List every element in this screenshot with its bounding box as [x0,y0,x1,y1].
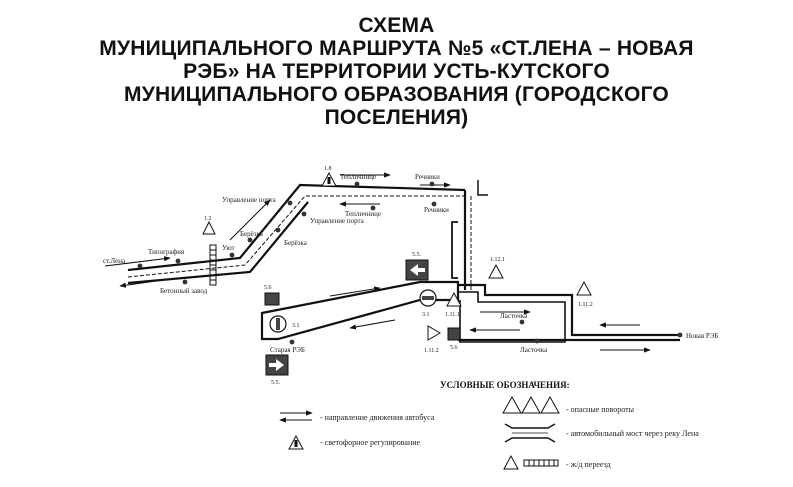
stop-dot-rechnik-2 [431,201,437,207]
road-left-inner [127,195,465,278]
diagram-title: СХЕМА МУНИЦИПАЛЬНОГО МАРШРУТА №5 «СТ.ЛЕН… [0,14,793,129]
traffic-light-sign-1-8: 1.8 [321,166,337,187]
stop-berezka-2: Берёзка [284,239,308,247]
sign-code-1-11-1: 1.11.1 [445,312,460,318]
stop-dot-betonny [182,279,188,285]
legend-bridge-symbol [504,423,556,443]
sign-code-1-11-2-a: 1.11.2 [424,348,439,354]
stop-dot-lastochka-2 [534,338,540,344]
stop-dot-uyut [229,252,235,258]
sign-5-5-bottom: 5.5. [265,354,289,386]
sign-3-1-right: 3.1 [419,289,437,318]
stop-dot-tepl-2 [370,205,376,211]
stop-tipografiya: Типография [148,248,185,256]
stop-upr-porta-2: Управление порта [310,217,365,225]
stop-teplichnaya-1: Тепличнице [340,173,376,181]
road-network [127,183,680,343]
legend-railway-symbol [503,454,559,470]
stop-dot-upr-porta-2 [301,211,307,217]
road-left-base [127,201,309,285]
sign-code-5-6-mid: 5.6 [450,345,458,351]
stop-dot-tipografiya [175,258,181,264]
stop-dot-st-lena [137,263,143,269]
road-lower-outer [458,283,680,337]
sign-3-1-left: 3.1 [269,315,300,333]
stop-novaya-reb: Новая РЭБ [686,332,718,340]
stop-rechnik-1: Речники [415,173,440,181]
stop-berezka-1: Берёзка [240,230,264,238]
road-lower-inner [458,291,566,343]
stops [137,181,683,345]
stop-dot-staraya-reb [289,339,295,345]
central-ramp [260,280,460,341]
stop-dot-novaya-reb [677,332,683,338]
stop-dot-rechnik-1 [429,181,435,187]
stop-dot-lastochka-1 [519,319,525,325]
stop-upr-porta-1: Управление порта [222,196,277,204]
stop-uyut: Уют [222,244,235,252]
stop-staraya-reb: Старая РЭБ [270,346,305,354]
sign-1-12-1: 1.12.1 [488,257,505,279]
stop-labels: ст.Лена Типография Бетонный завод Уют Бе… [103,173,718,354]
turn-marker [477,180,488,196]
sign-1-11-2-left: 1.11.2 [424,325,441,354]
legend-bus-direction: - направление движения автобуса [320,413,435,422]
stop-dot-upr-porta-1 [287,200,293,206]
title-line-3: РЭБ» НА ТЕРРИТОРИИ УСТЬ-КУТСКОГО [183,60,610,83]
sign-code-3-1-b: 3.1 [422,312,430,318]
legend-bridge: - автомобильный мост через реку Лена [566,429,699,438]
sign-5-6-left: 5.6 [264,285,280,306]
title-line-5: ПОСЕЛЕНИЯ) [324,106,469,129]
legend-dangerous-turns-symbol [502,395,560,414]
stop-dot-tepl-1 [354,181,360,187]
legend-bus-direction-symbol [279,410,313,423]
stop-betonny-zavod: Бетонный завод [160,287,208,295]
sign-5-5-top: 5.5. [405,252,429,281]
sign-1-11-2-right: 1.11.2 [576,280,593,308]
sign-code-5-5-bottom: 5.5. [271,380,281,386]
sign-code-3-1-a: 3.1 [292,323,300,329]
title-line-1: СХЕМА [358,14,435,37]
sign-code-5-6-left: 5.6 [264,285,272,291]
stop-teplichnaya-2: Тепличнице [345,210,381,218]
direction-arrows [104,172,651,353]
legend-traffic-light-symbol [288,434,304,450]
stop-lastochka-1: Ласточка [500,312,528,320]
sign-code-1-8: 1.8 [324,166,332,172]
road-left-outer [127,183,466,272]
stop-rechnik-2: Речники [424,206,449,214]
sign-code-1-12-1: 1.12.1 [490,257,505,263]
sign-code-1-11-2-b: 1.11.2 [578,302,593,308]
legend-heading: УСЛОВНЫЕ ОБОЗНАЧЕНИЯ: [440,380,570,390]
legend-dangerous-turns: - опасные повороты [566,405,635,414]
sign-5-6-mid: 5.6 [447,327,461,351]
stop-lastochka-2: Ласточка [520,346,548,354]
bridge-symbol [451,221,458,279]
legend: УСЛОВНЫЕ ОБОЗНАЧЕНИЯ: - направление движ… [279,380,699,470]
title-line-2: МУНИЦИПАЛЬНОГО МАРШРУТА №5 «СТ.ЛЕНА – НО… [99,37,694,60]
sign-code-5-5-top: 5.5. [412,252,422,258]
legend-traffic-light: - светофорное регулирование [320,438,421,447]
title-line-4: МУНИЦИПАЛЬНОГО ОБРАЗОВАНИЯ (ГОРОДСКОГО [124,83,669,106]
sign-code-1-2: 1.2 [204,216,212,222]
legend-railway: - ж/д переезд [566,460,611,469]
railway-crossing [209,244,217,286]
stop-dot-berezka-2 [275,227,281,233]
stop-st-lena: ст.Лена [103,257,126,265]
traffic-sign-1-2: 1.2 [202,216,216,235]
stop-dot-berezka-1 [247,237,253,243]
sign-1-11-1: 1.11.1 [445,291,462,318]
